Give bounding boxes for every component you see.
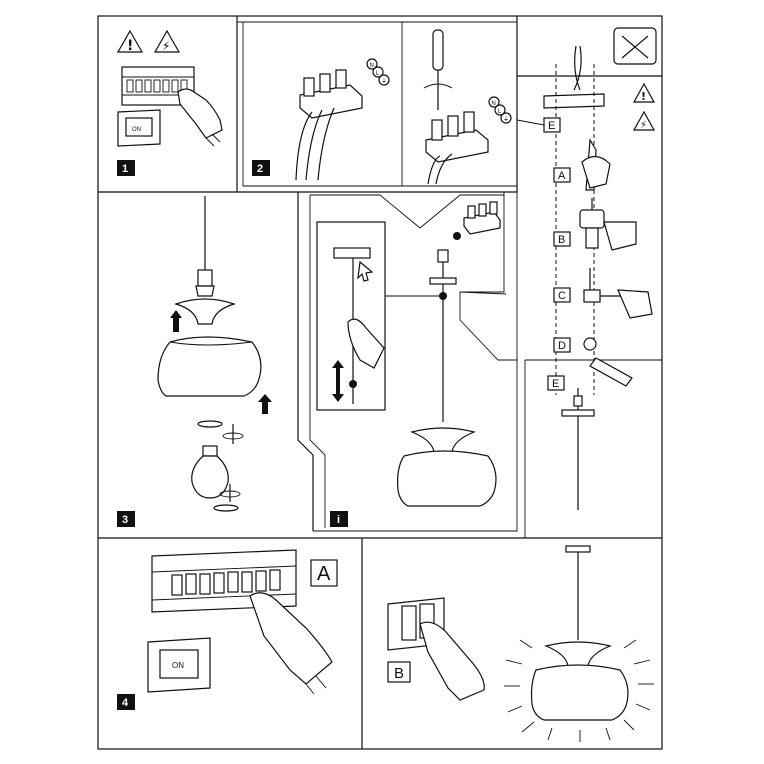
pencil-hand-icon [581,138,611,191]
svg-text:⏚: ⏚ [381,78,387,85]
hand-icon-4 [419,621,485,701]
wrench-icon [583,337,633,387]
wire-marks-left: N L ⏚ [366,58,390,86]
terminal-block-icon-2 [425,111,489,185]
arrow-up-icon-2 [258,394,272,414]
svg-text:2: 2 [257,163,263,175]
svg-text:1: 1 [122,163,128,175]
step-badge-2 [252,160,270,176]
svg-text:!: ! [127,38,133,54]
ceiling-cable [573,45,582,91]
svg-text:ON: ON [172,661,184,670]
panel-info: i [316,201,501,527]
breaker-box-icon [121,66,195,106]
electric-hazard-icon: ⚡ [153,29,181,53]
panel-mounting: ! ⚡ E A B C D [516,27,657,510]
panel-1: ! ⚡ ON 1 [116,29,223,176]
no-tools-icon [613,27,657,65]
step-badge-4 [117,694,135,710]
cursor-icon [357,260,374,282]
svg-text:L: L [498,109,502,115]
warning-icon-right: ! [632,82,656,103]
terminal-block-icon [295,69,363,181]
hand-icon-2 [347,318,385,369]
svg-text:A: A [317,563,331,585]
hand-icon-3 [249,592,333,695]
step-badge-1 [117,160,135,176]
arrow-updown-icon [332,360,344,402]
label-a-breaker: A [310,559,338,587]
light-bulb-icon [191,445,229,499]
shade-top [174,298,236,325]
label-e-bottom: E [547,375,565,391]
svg-text:D: D [558,340,566,352]
label-a: A [553,167,571,183]
label-d: D [553,337,571,353]
rotate-icon-2 [213,484,241,512]
svg-text:4: 4 [122,697,129,709]
lamp-shade [157,336,262,397]
terminal-block-icon-3 [463,201,501,235]
lamp-socket [197,269,213,287]
light-rays [504,639,654,742]
switch-box-icon: ON [117,109,161,147]
svg-text:ON: ON [132,127,141,133]
label-e-top: E [516,117,561,133]
electric-hazard-icon-right: ⚡ [632,110,656,131]
panel-3: 3 [117,196,272,527]
svg-text:E: E [548,120,555,132]
canopy-plate-2 [565,545,591,553]
svg-text:E: E [552,378,559,390]
hand-icon [177,88,223,147]
lamp-shade-2 [397,450,497,507]
switch-box-icon-2: ON [147,637,211,693]
svg-text:A: A [558,170,566,182]
rotate-icon [197,420,244,444]
label-b-switch: B [387,661,411,683]
svg-text:C: C [558,290,566,302]
svg-text:⚡: ⚡ [162,39,170,53]
svg-text:i: i [337,514,340,526]
step-badge-info [330,511,348,527]
label-c: C [553,287,571,303]
svg-text:N: N [492,101,496,107]
svg-text:!: ! [641,90,646,103]
hammer-icon [583,268,653,319]
wire-marks-right: N L ⏚ [488,96,512,124]
svg-text:B: B [394,665,404,682]
warning-icon: ! [116,29,144,54]
canopy-plate [561,409,595,417]
lit-lamp-shade [530,664,629,721]
svg-text:3: 3 [122,514,128,526]
screwdriver-icon [423,29,453,110]
svg-text:⏚: ⏚ [503,116,509,123]
svg-text:L: L [376,71,380,77]
panel-4: A ON 4 B [117,545,654,742]
ceiling-plate [543,93,605,109]
step-badge-3 [117,511,135,527]
label-b: B [553,231,571,247]
svg-text:B: B [558,234,565,246]
arrow-up-icon [170,310,182,332]
svg-text:⚡: ⚡ [640,120,647,131]
svg-text:N: N [370,63,374,69]
outer-frame [97,15,663,750]
panel-2: N L ⏚ N L ⏚ 2 [252,29,512,185]
drill-icon [579,198,637,251]
